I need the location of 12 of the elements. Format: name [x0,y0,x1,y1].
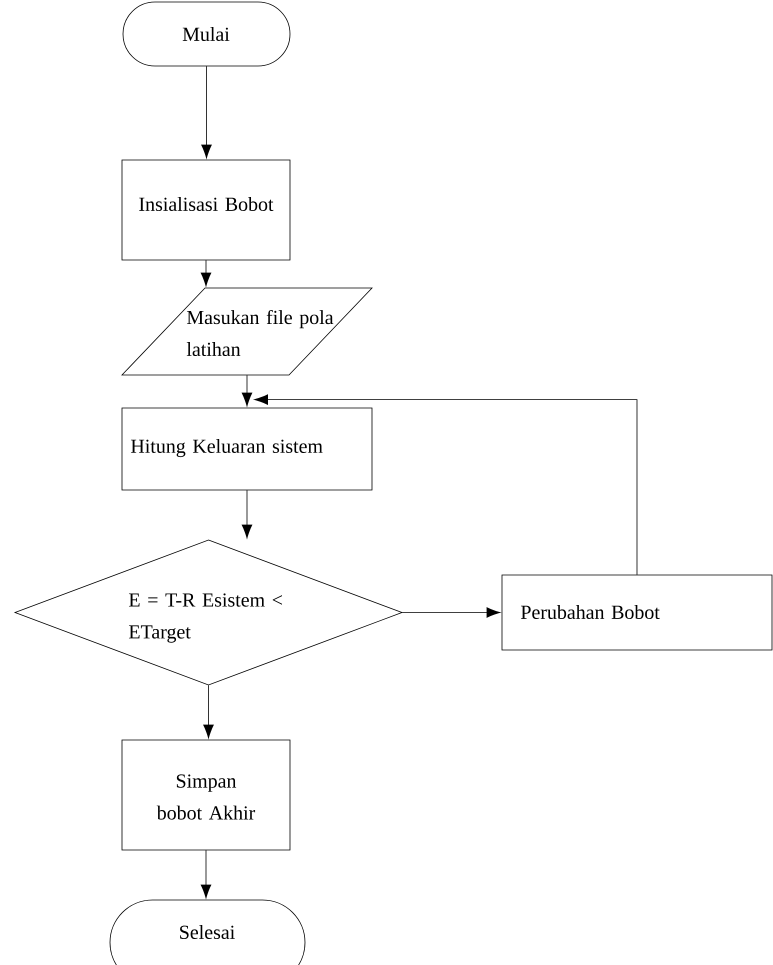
arrow [242,375,252,406]
arrow [200,260,212,286]
process-box: Hitung Keluaran sistem [122,408,372,490]
arrow [402,607,500,618]
arrow [254,394,638,575]
arrow [201,66,212,158]
arrow [203,685,214,738]
process-box: Simpan bobot Akhir [122,740,290,850]
arrow [200,850,212,898]
process-box: Insialisasi Bobot [122,160,290,260]
arrow [242,490,252,538]
process-box: Perubahan Bobot [502,574,772,650]
